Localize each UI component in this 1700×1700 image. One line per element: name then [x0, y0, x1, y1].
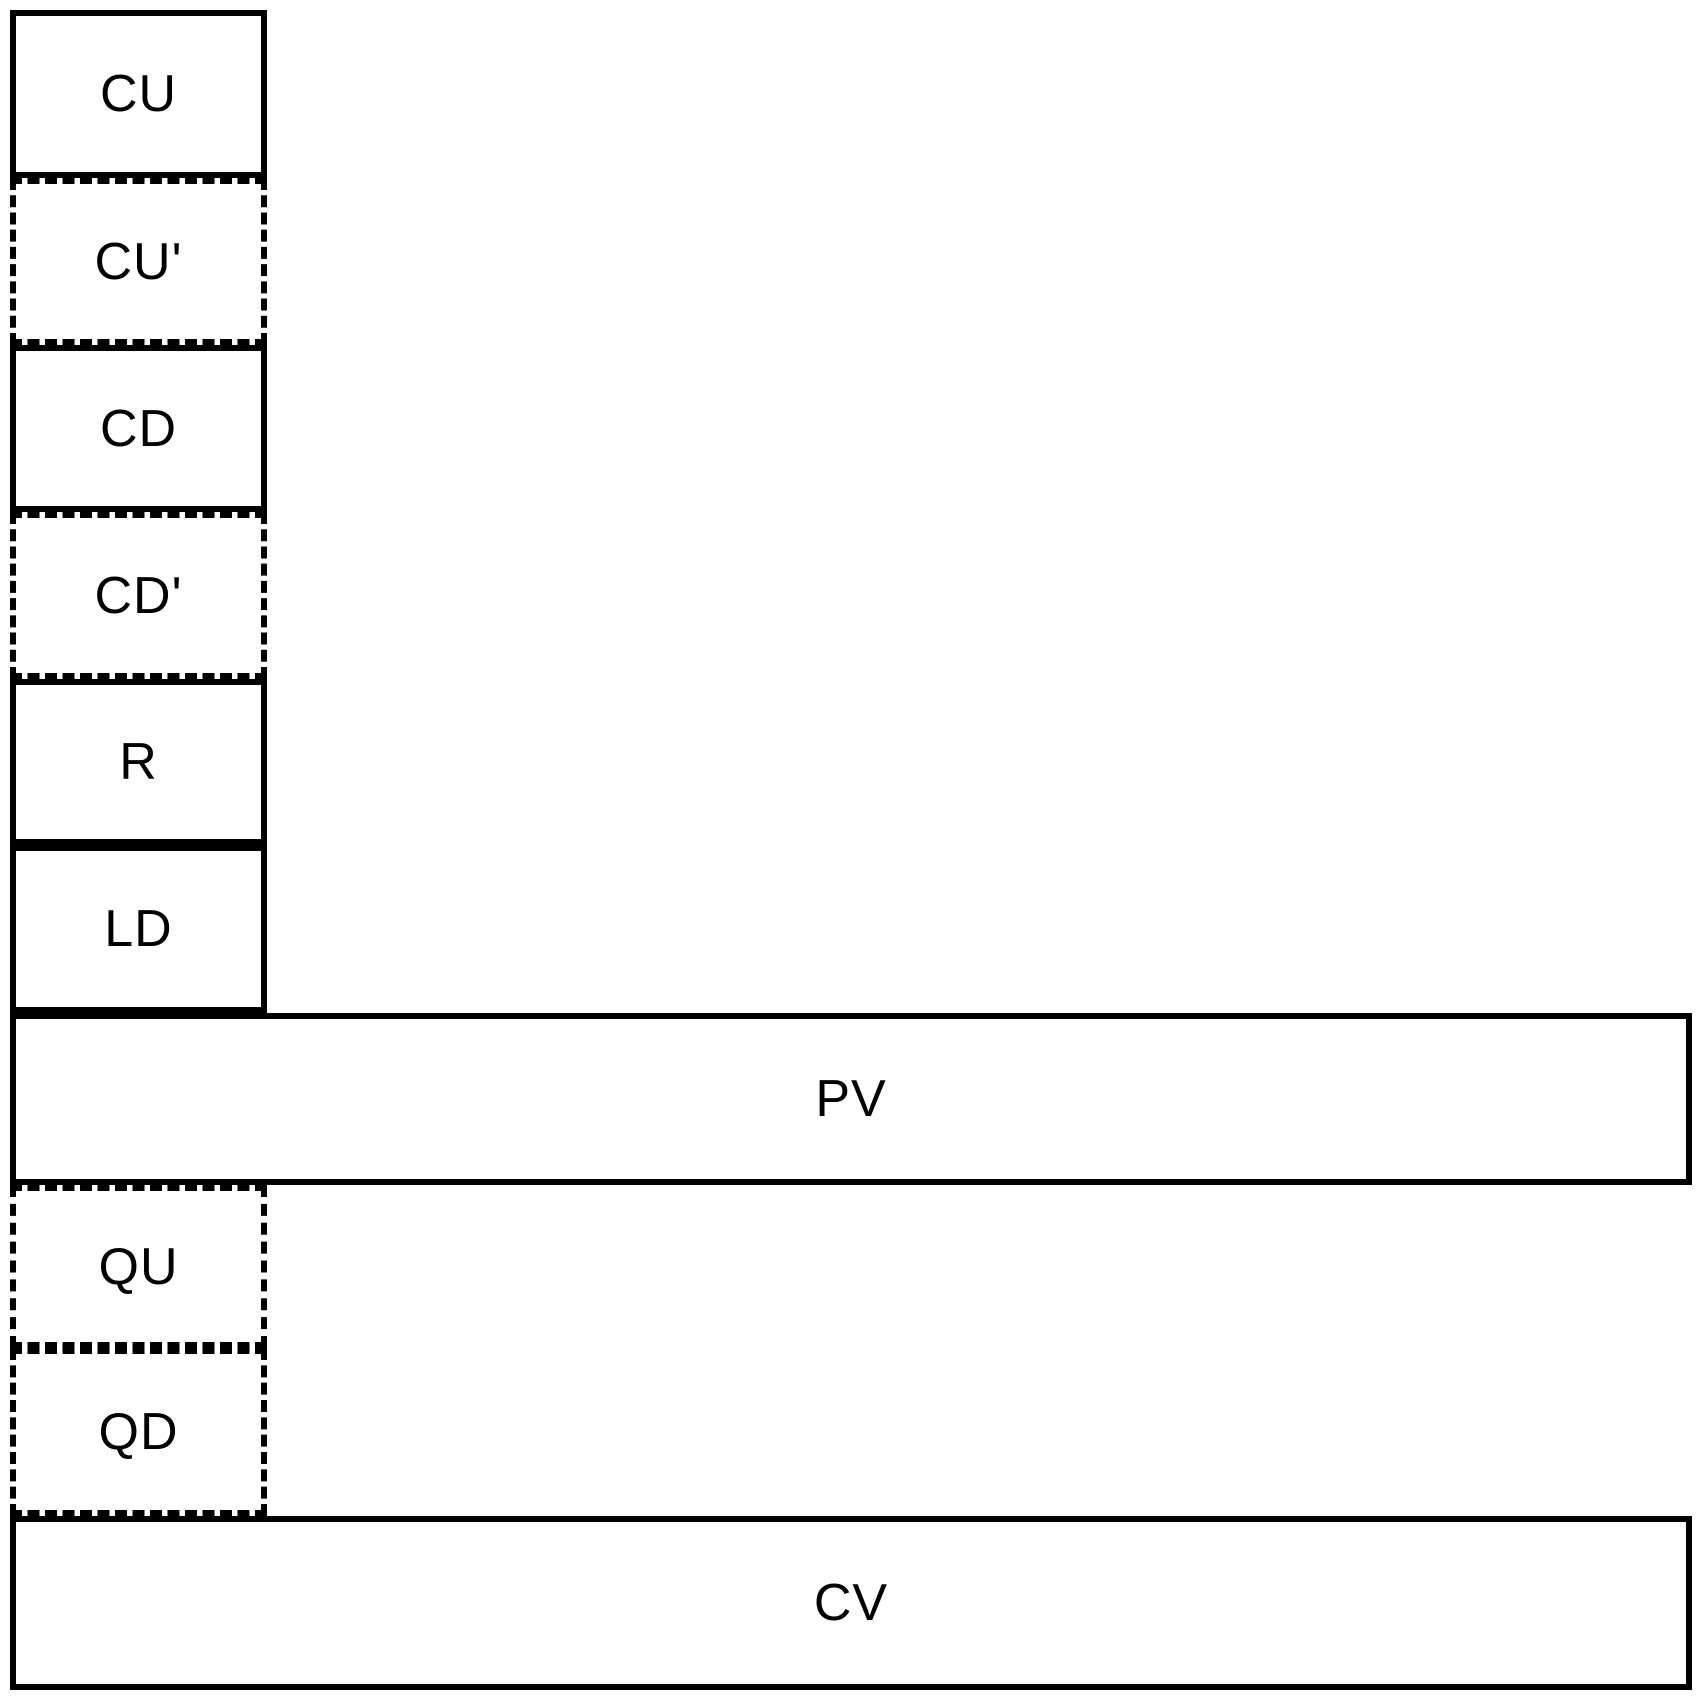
box-r-label: R [119, 733, 158, 791]
box-cu-label: CU [99, 65, 178, 123]
box-cu-prime-label: CU' [94, 232, 183, 291]
box-cd-prime-label: CD' [94, 566, 183, 625]
box-ld: LD [10, 845, 267, 1013]
box-cv-label: CV [813, 1574, 889, 1632]
box-qu-label: QU [98, 1237, 179, 1296]
box-pv-label: PV [815, 1070, 887, 1128]
box-qu: QU [10, 1185, 267, 1348]
box-cd-label: CD [99, 399, 178, 458]
box-cd: CD [10, 345, 267, 512]
box-qd: QD [10, 1348, 267, 1516]
box-r: R [10, 679, 267, 845]
box-cv: CV [10, 1516, 1692, 1690]
box-pv: PV [10, 1013, 1692, 1185]
box-cd-prime: CD' [10, 512, 267, 679]
box-cu: CU [10, 10, 267, 178]
box-ld-label: LD [104, 900, 173, 958]
box-cu-prime: CU' [10, 178, 267, 345]
box-qd-label: QD [98, 1403, 179, 1461]
